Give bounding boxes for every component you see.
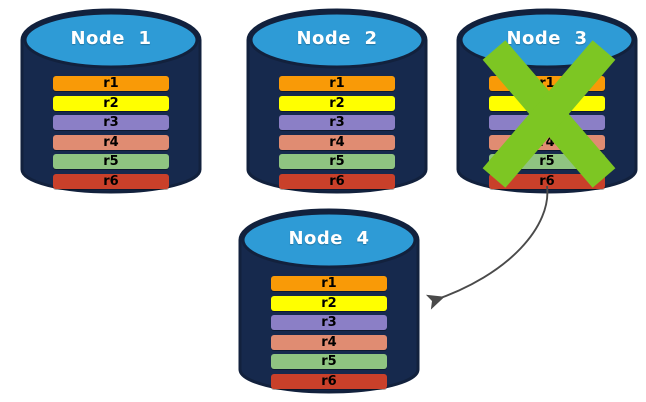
node-4[interactable]: Node 4 r1 r2 r3 r4 r5 r6 xyxy=(238,208,420,394)
node-4-row-r3[interactable]: r3 xyxy=(271,315,387,331)
node-2-row-r5[interactable]: r5 xyxy=(279,154,395,170)
node-3-row-r6[interactable]: r6 xyxy=(489,174,605,189)
node-1-row-r6[interactable]: r6 xyxy=(53,174,169,189)
node-4-row-r4[interactable]: r4 xyxy=(271,334,387,350)
replication-arrow xyxy=(425,185,549,310)
node-2-row-r3[interactable]: r3 xyxy=(279,115,395,131)
cylinder-top-ellipse xyxy=(241,211,417,269)
node-4-label: Node 4 xyxy=(288,228,370,249)
node-4-row-r5[interactable]: r5 xyxy=(271,354,387,370)
node-4-row-r1[interactable]: r1 xyxy=(271,276,387,291)
node-1-row-r4[interactable]: r4 xyxy=(53,134,169,150)
node-3-label: Node 3 xyxy=(506,28,588,49)
node-2-row-r4[interactable]: r4 xyxy=(279,134,395,150)
node-2-row-r2[interactable]: r2 xyxy=(279,95,395,111)
node-1-row-r5[interactable]: r5 xyxy=(53,154,169,170)
node-2-row-r1[interactable]: r1 xyxy=(279,76,395,91)
node-1-row-r3[interactable]: r3 xyxy=(53,115,169,131)
node-3-row-r4[interactable]: r4 xyxy=(489,134,605,150)
node-1-row-r1[interactable]: r1 xyxy=(53,76,169,91)
node-4-row-r6[interactable]: r6 xyxy=(271,374,387,389)
node-4-row-r2[interactable]: r2 xyxy=(271,295,387,311)
node-1-row-r2[interactable]: r2 xyxy=(53,95,169,111)
node-3-row-r5[interactable]: r5 xyxy=(489,154,605,170)
node-1-label: Node 1 xyxy=(70,28,152,49)
node-2[interactable]: Node 2 r1 r2 r3 r4 r5 r6 xyxy=(246,8,428,194)
node-3-row-r1[interactable]: r1 xyxy=(489,76,605,91)
node-2-label: Node 2 xyxy=(296,28,378,49)
node-3-row-r2[interactable]: r2 xyxy=(489,95,605,111)
node-2-row-r6[interactable]: r6 xyxy=(279,174,395,189)
node-3[interactable]: Node 3 r1 r2 r3 r4 r5 r6 xyxy=(456,8,638,194)
node-1[interactable]: Node 1 r1 r2 r3 r4 r5 r6 xyxy=(20,8,202,194)
cylinder-top-ellipse xyxy=(23,11,199,69)
cylinder-top-ellipse xyxy=(249,11,425,69)
node-3-row-r3[interactable]: r3 xyxy=(489,115,605,131)
